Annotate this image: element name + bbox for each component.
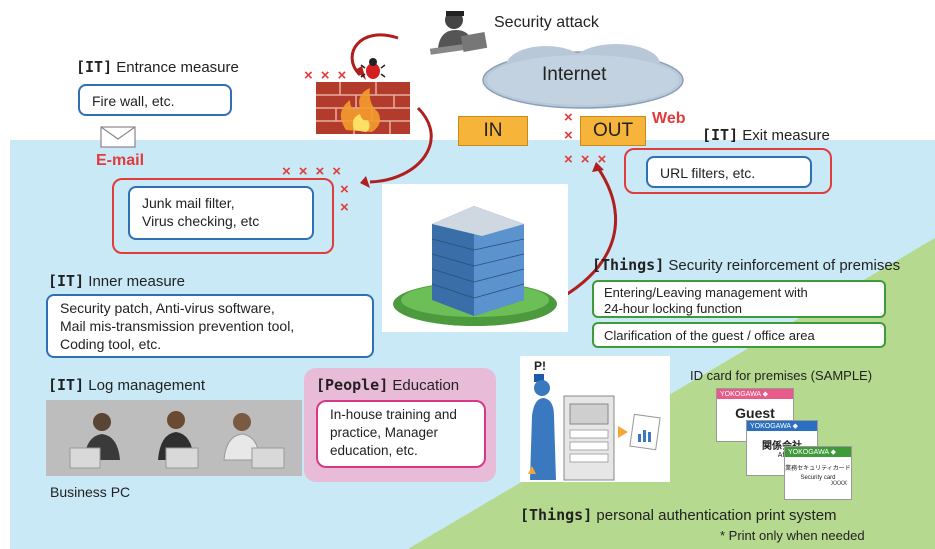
security-card-sub: Security card [800,475,836,481]
affiliate-card-text: 関係会社 [762,441,802,452]
attack-arrow-1 [350,33,399,77]
internet-cloud-icon [482,44,684,109]
inner-line-2: Mail mis-transmission prevention tool, [60,318,295,335]
print-system-image: P! [520,356,670,482]
building-image [382,184,568,332]
guest-area-box: Clarification of the guest / office area [592,322,886,348]
hacker-icon [429,11,488,55]
business-pc-caption: Business PC [50,484,131,500]
firewall-box: Fire wall, etc. [78,84,232,116]
idcard-title: ID card for premises (SAMPLE) [690,368,873,383]
guest-card-text: Guest [735,405,775,421]
junk-mail-filter-box: Junk mail filter, Virus checking, etc [128,186,314,240]
guest-card-brand: YOKOGAWA ◆ [717,389,793,399]
affiliate-card-sub: Aff [777,452,787,459]
attack-arrow-1-head [355,66,366,80]
mail-filter-frame [112,178,334,254]
print-note: * Print only when needed [720,528,865,543]
entry-line-2: 24-hour locking function [604,301,743,317]
blocked-mark-out-1: × [564,109,581,126]
entry-line-1: Entering/Leaving management with [604,285,808,300]
blocked-mark-mail-3: × [340,199,357,216]
printer-user-icon: P! [528,359,661,481]
office-workers-icon [69,411,285,469]
in-label: IN [458,116,528,146]
security-card-num: XXXX [830,481,847,487]
blocked-mark-out-2: × [564,127,581,144]
firewall-icon [316,82,410,134]
inner-line-3: Coding tool, etc. [60,336,162,353]
security-card-brand: YOKOGAWA ◆ [785,447,851,457]
exit-measure-title: [IT] Exit measure [702,126,830,144]
out-label: OUT [580,116,646,146]
inner-measure-box: Security patch, Anti-virus software, Mai… [46,294,374,358]
inner-line-1: Security patch, Anti-virus software, [60,300,275,316]
affiliate-card-brand: YOKOGAWA ◆ [747,421,817,431]
url-filter-frame [624,148,832,194]
education-line-2: practice, Manager [330,425,439,441]
blocked-marks-mail: ×××× [282,163,350,180]
education-box: In-house training and practice, Manager … [316,400,486,468]
print-system-title: [Things] personal authentication print s… [520,506,837,524]
outbound-arrow-head [592,162,604,172]
education-title: [People] Education [316,376,460,394]
log-management-title: [IT] Log management [48,376,206,394]
inner-measure-title: [IT] Inner measure [48,272,186,290]
blocked-mark-mail-2: × [340,181,357,198]
url-filter-box: URL filters, etc. [646,156,812,188]
inbound-arrow-head [360,176,370,188]
worker-2 [158,411,199,469]
email-label: E-mail [96,152,145,169]
security-attack-label: Security attack [494,14,599,31]
security-card-text: 業務セキュリティカード [785,466,851,472]
inbound-arrow [369,106,433,184]
entrance-measure-title: [IT] Entrance measure [76,58,239,76]
security-card: YOKOGAWA ◆ 業務セキュリティカード Security card XXX… [784,446,852,500]
junk-line-2: Virus checking, etc [142,213,260,230]
envelope-icon [100,126,136,148]
premises-security-title: [Things] Security reinforcement of premi… [592,256,901,274]
education-line-1: In-house training and [330,407,457,422]
p-label: P! [534,359,546,373]
internet-label: Internet [542,64,607,85]
office-building-icon [393,206,557,326]
blocked-marks-firewall: ××× [304,67,355,84]
blocked-marks-out: ××× [564,151,615,168]
virus-bug-icon [360,58,386,79]
entry-management-box: Entering/Leaving management with 24-hour… [592,280,886,318]
worker-1 [69,413,120,469]
web-label: Web [652,110,686,127]
education-line-3: education, etc. [330,443,418,459]
junk-line-1: Junk mail filter, [142,195,235,211]
business-pc-image [46,400,302,476]
worker-3 [223,413,285,469]
